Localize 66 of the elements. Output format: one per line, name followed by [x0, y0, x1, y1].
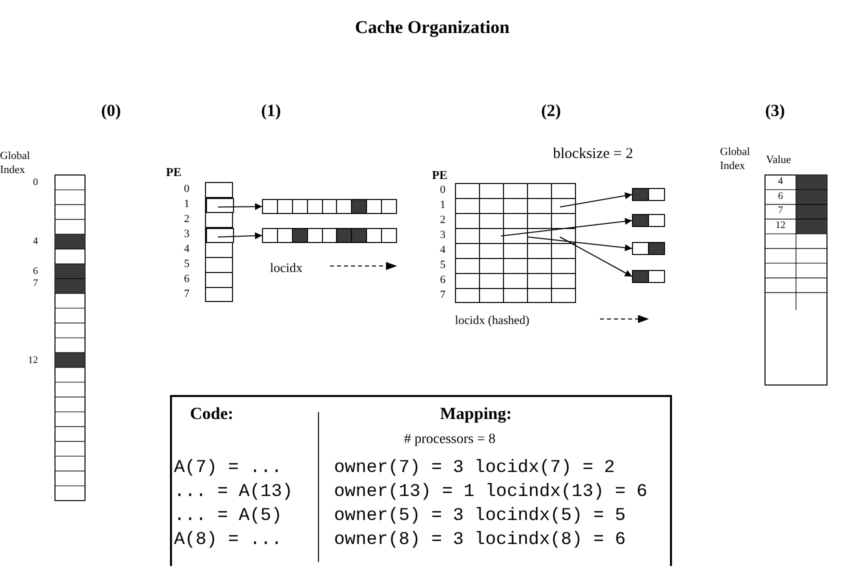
- cache-block: [632, 242, 665, 255]
- pe-number: 3: [184, 227, 190, 242]
- index-number: 12: [27, 354, 38, 368]
- arrow: [560, 236, 632, 277]
- pe-number: 2: [184, 212, 190, 227]
- diagram-title: Cache Organization: [355, 16, 510, 39]
- arrow: [218, 203, 262, 210]
- mapping-line: owner(8) = 3 locindx(8) = 6: [334, 531, 626, 549]
- section-heading: Code:: [190, 405, 234, 422]
- pe-number: 7: [184, 287, 190, 302]
- cache-block: [632, 270, 665, 283]
- arrow: [560, 192, 632, 208]
- cache-grid: [455, 183, 576, 303]
- index-number: 12: [774, 219, 786, 234]
- code-mapping-panel: [170, 395, 672, 566]
- index-number: 4: [32, 235, 38, 250]
- axis-label: PE: [166, 164, 182, 181]
- mapping-line: owner(13) = 1 locindx(13) = 6: [334, 483, 648, 501]
- pe-number: 6: [440, 273, 446, 288]
- index-number: 6: [777, 190, 784, 204]
- locidx-row: [262, 199, 397, 214]
- pe-number: 1: [184, 197, 190, 212]
- pe-number: 4: [440, 243, 446, 258]
- pe-number: 2: [440, 213, 446, 228]
- axis-label: PE: [432, 167, 448, 184]
- pe-number: 0: [184, 182, 190, 197]
- section-heading: Mapping:: [440, 405, 512, 422]
- code-line: ... = A(5): [174, 507, 282, 525]
- index-number: 6: [32, 264, 38, 279]
- pe-number: 5: [440, 258, 446, 273]
- pe-number: 6: [184, 272, 190, 287]
- arrow: [500, 218, 632, 236]
- pe-number: 7: [440, 288, 446, 303]
- index-number: 7: [32, 276, 38, 291]
- arrow: [528, 236, 632, 252]
- arrow: [218, 232, 262, 240]
- index-number: 7: [777, 204, 784, 218]
- panel-number: (0): [100, 100, 122, 122]
- pe-number: 3: [440, 228, 446, 243]
- cache-block: [632, 188, 665, 201]
- pe-number: 1: [440, 198, 446, 213]
- processor-count: # processors = 8: [404, 433, 496, 447]
- pe-number: 5: [184, 257, 190, 272]
- pe-number: 0: [440, 183, 446, 198]
- column-heading: Value: [766, 153, 792, 168]
- locidx-row: [262, 228, 397, 243]
- mapping-line: owner(5) = 3 locindx(5) = 5: [334, 507, 626, 525]
- pe-column: [205, 182, 233, 302]
- axis-label: locidx (hashed): [455, 312, 530, 329]
- index-number: 4: [777, 175, 784, 189]
- axis-label: locidx: [270, 259, 304, 277]
- code-line: ... = A(13): [174, 483, 293, 501]
- column-heading: Global Index: [720, 146, 751, 174]
- index-number: 0: [32, 176, 38, 190]
- panel-number: (2): [540, 100, 562, 122]
- panel-number: (1): [260, 100, 282, 122]
- pe-cell: [206, 198, 234, 213]
- panel-number: (3): [764, 100, 786, 122]
- column-heading: Global Index: [0, 150, 31, 178]
- block-size-note: blocksize = 2: [553, 145, 634, 164]
- pe-number: 4: [184, 242, 190, 257]
- pe-cell: [206, 228, 234, 243]
- cache-block: [632, 214, 665, 227]
- code-line: A(8) = ...: [174, 531, 282, 549]
- code-line: A(7) = ...: [174, 459, 282, 477]
- mapping-line: owner(7) = 3 locidx(7) = 2: [334, 459, 615, 477]
